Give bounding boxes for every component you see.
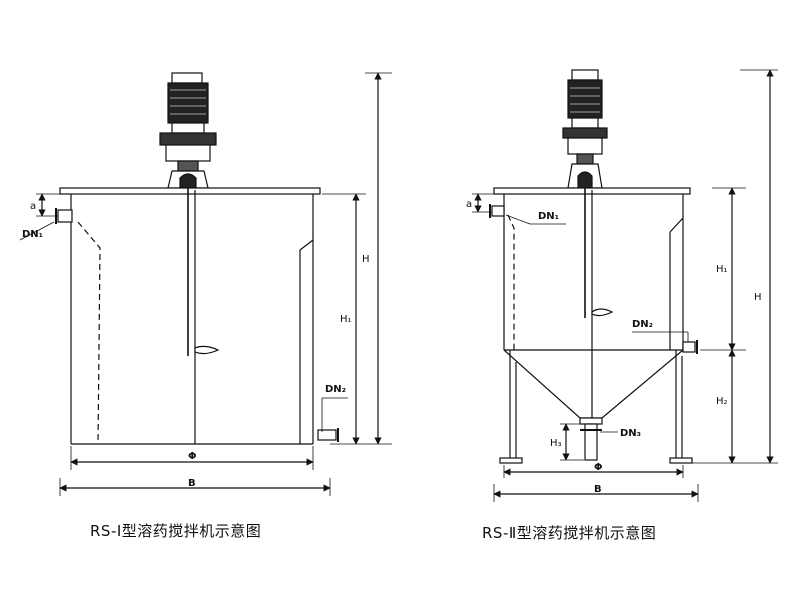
rs2-label-dn1: DN₁ <box>538 211 559 222</box>
rs1-label-h: H <box>362 254 370 265</box>
rs2-dn1-inlet <box>491 205 505 217</box>
rs1-label-phi: Φ <box>188 451 197 462</box>
rs2-label-h2: H₂ <box>716 396 728 407</box>
rs2-cone <box>503 349 684 419</box>
rs1-dn1-inlet <box>57 209 73 223</box>
rs2-dn2-nozzle <box>682 341 696 353</box>
rs2-label-dn2: DN₂ <box>632 319 653 330</box>
rs2-caption: RS-Ⅱ型溶药搅拌机示意图 <box>482 524 657 542</box>
rs2-label-h: H <box>754 292 762 303</box>
rs1-motor <box>159 72 217 189</box>
rs1-label-dn1: DN₁ <box>22 229 43 240</box>
rs1-label-dn2: DN₂ <box>325 384 346 395</box>
rs1-dn2-outlet <box>317 429 337 441</box>
rs2-label-b: B <box>594 484 602 495</box>
rs2-label-h1: H₁ <box>716 264 728 275</box>
rs2-label-dn3: DN₃ <box>620 428 641 439</box>
rs1-caption: RS-Ⅰ型溶药搅拌机示意图 <box>90 522 262 540</box>
rs2-motor <box>562 69 608 189</box>
rs1-lid <box>59 187 321 195</box>
rs2-label-phi: Φ <box>594 462 603 473</box>
rs2-diagram <box>472 69 778 502</box>
rs2-dn3-outlet <box>584 423 598 461</box>
rs1-impeller <box>194 345 220 355</box>
rs1-label-h1: H₁ <box>340 314 352 325</box>
rs2-impeller <box>591 308 614 317</box>
rs1-label-b: B <box>188 478 196 489</box>
rs2-label-a: a <box>466 199 472 210</box>
rs1-label-a: a <box>30 201 36 212</box>
rs1-diagram <box>19 72 392 496</box>
rs2-label-h3: H₃ <box>550 438 562 449</box>
